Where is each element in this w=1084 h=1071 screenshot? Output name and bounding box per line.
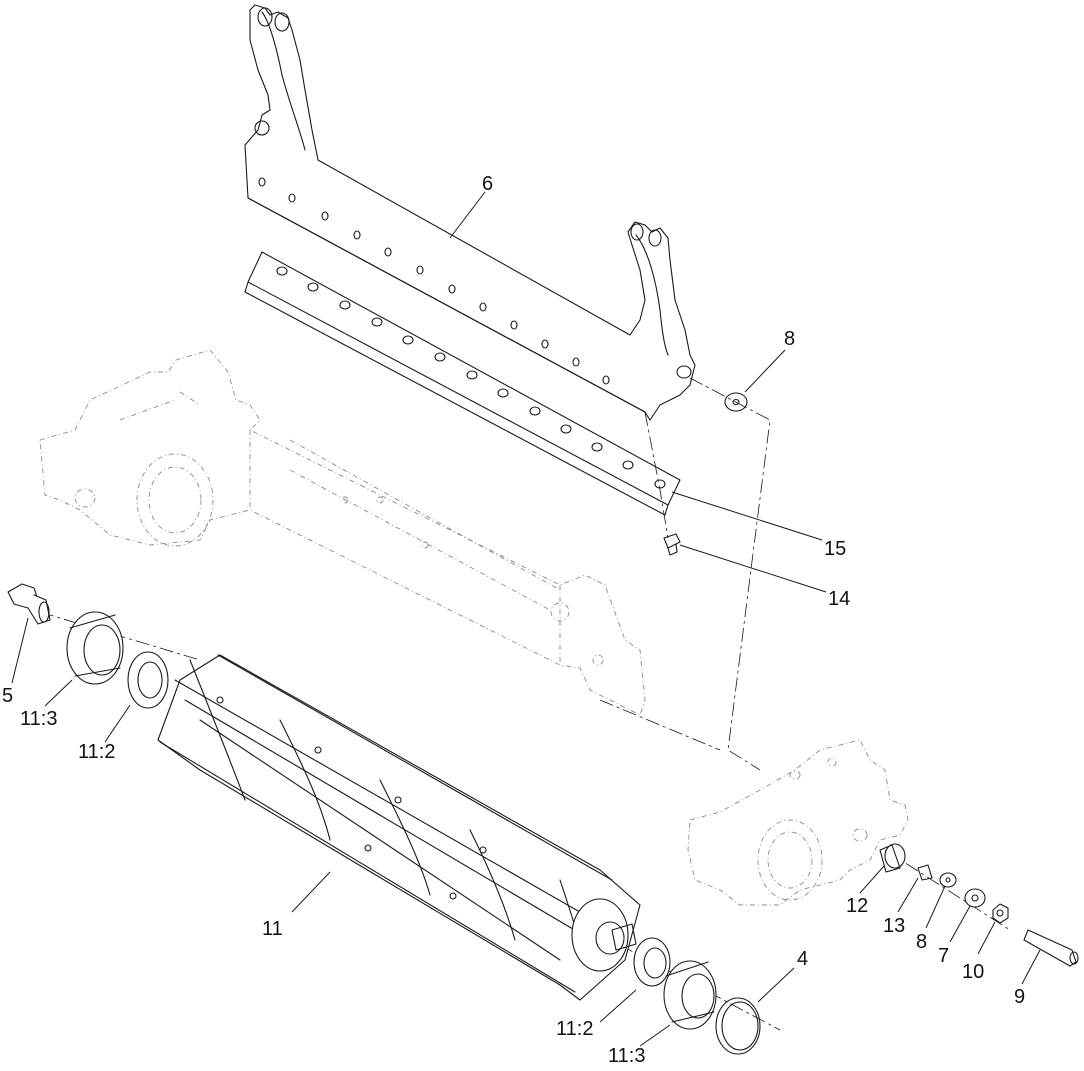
bedbar — [244, 4, 696, 421]
callout-11-2-right: 11:2 — [556, 1018, 593, 1040]
callout-labels: 6 8 15 14 5 11:3 11:2 11 12 13 8 7 10 9 … — [2, 173, 1025, 1067]
callout-12: 12 — [846, 895, 868, 917]
callout-6: 6 — [482, 173, 493, 195]
o-ring — [715, 997, 761, 1055]
callout-13: 13 — [883, 915, 905, 937]
shaft-9 — [1023, 929, 1079, 967]
callout-8-right: 8 — [916, 931, 927, 953]
callout-9: 9 — [1014, 986, 1025, 1008]
bearing-left — [66, 611, 124, 685]
bedknife-screw — [663, 533, 681, 556]
bedbar-holes — [258, 177, 610, 385]
bedknife-holes — [276, 266, 666, 489]
stub-shaft — [7, 583, 51, 625]
bedknife — [244, 251, 681, 516]
callout-8-upper: 8 — [784, 328, 795, 350]
callout-11-2-left: 11:2 — [78, 741, 115, 763]
callout-7: 7 — [938, 945, 949, 967]
callout-14: 14 — [828, 588, 850, 610]
callout-10: 10 — [962, 961, 984, 983]
washer-8-right — [939, 872, 957, 888]
seal-left — [127, 651, 169, 709]
callout-11-3-left: 11:3 — [20, 708, 57, 730]
right-hardware — [879, 843, 1079, 967]
nut-10 — [992, 903, 1009, 924]
side-plate-phantom — [687, 739, 909, 906]
washer-7 — [964, 888, 986, 908]
reel-frame-phantom — [39, 349, 646, 716]
callout-15: 15 — [824, 538, 846, 560]
pin-13 — [917, 864, 933, 881]
bearing-right — [663, 960, 717, 1030]
callout-4: 4 — [797, 948, 808, 970]
seal-right — [633, 937, 671, 987]
reel-spider-holes — [216, 696, 487, 900]
callout-11-3-right: 11:3 — [608, 1045, 645, 1067]
callout-11: 11 — [262, 918, 283, 940]
leader-lines — [11, 191, 1041, 1047]
bushing-12 — [879, 843, 906, 873]
reel — [157, 654, 641, 1001]
callout-5: 5 — [2, 685, 13, 707]
